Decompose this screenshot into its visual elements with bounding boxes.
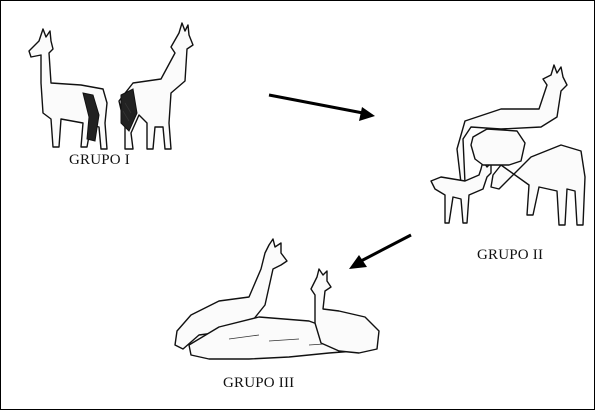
alpaca-young bbox=[430, 160, 492, 224]
arrow-group1-to-group2 bbox=[268, 93, 375, 121]
group-1-label: GRUPO I bbox=[69, 152, 130, 168]
alpaca-standing-right bbox=[118, 22, 194, 150]
group-3-illustration bbox=[174, 238, 380, 360]
alpaca-adult-middle bbox=[470, 128, 526, 166]
group-3-label: GRUPO III bbox=[223, 375, 295, 391]
alpaca-standing-left bbox=[28, 28, 108, 150]
group-2-label: GRUPO II bbox=[477, 247, 544, 263]
alpaca-adult-grazing bbox=[490, 144, 586, 226]
alpaca-adult-back bbox=[456, 64, 568, 184]
arrow-group2-to-group3 bbox=[349, 233, 412, 269]
alpaca-seated-small bbox=[310, 268, 380, 354]
group-1-illustration bbox=[28, 22, 194, 150]
group-2-illustration bbox=[430, 64, 586, 226]
